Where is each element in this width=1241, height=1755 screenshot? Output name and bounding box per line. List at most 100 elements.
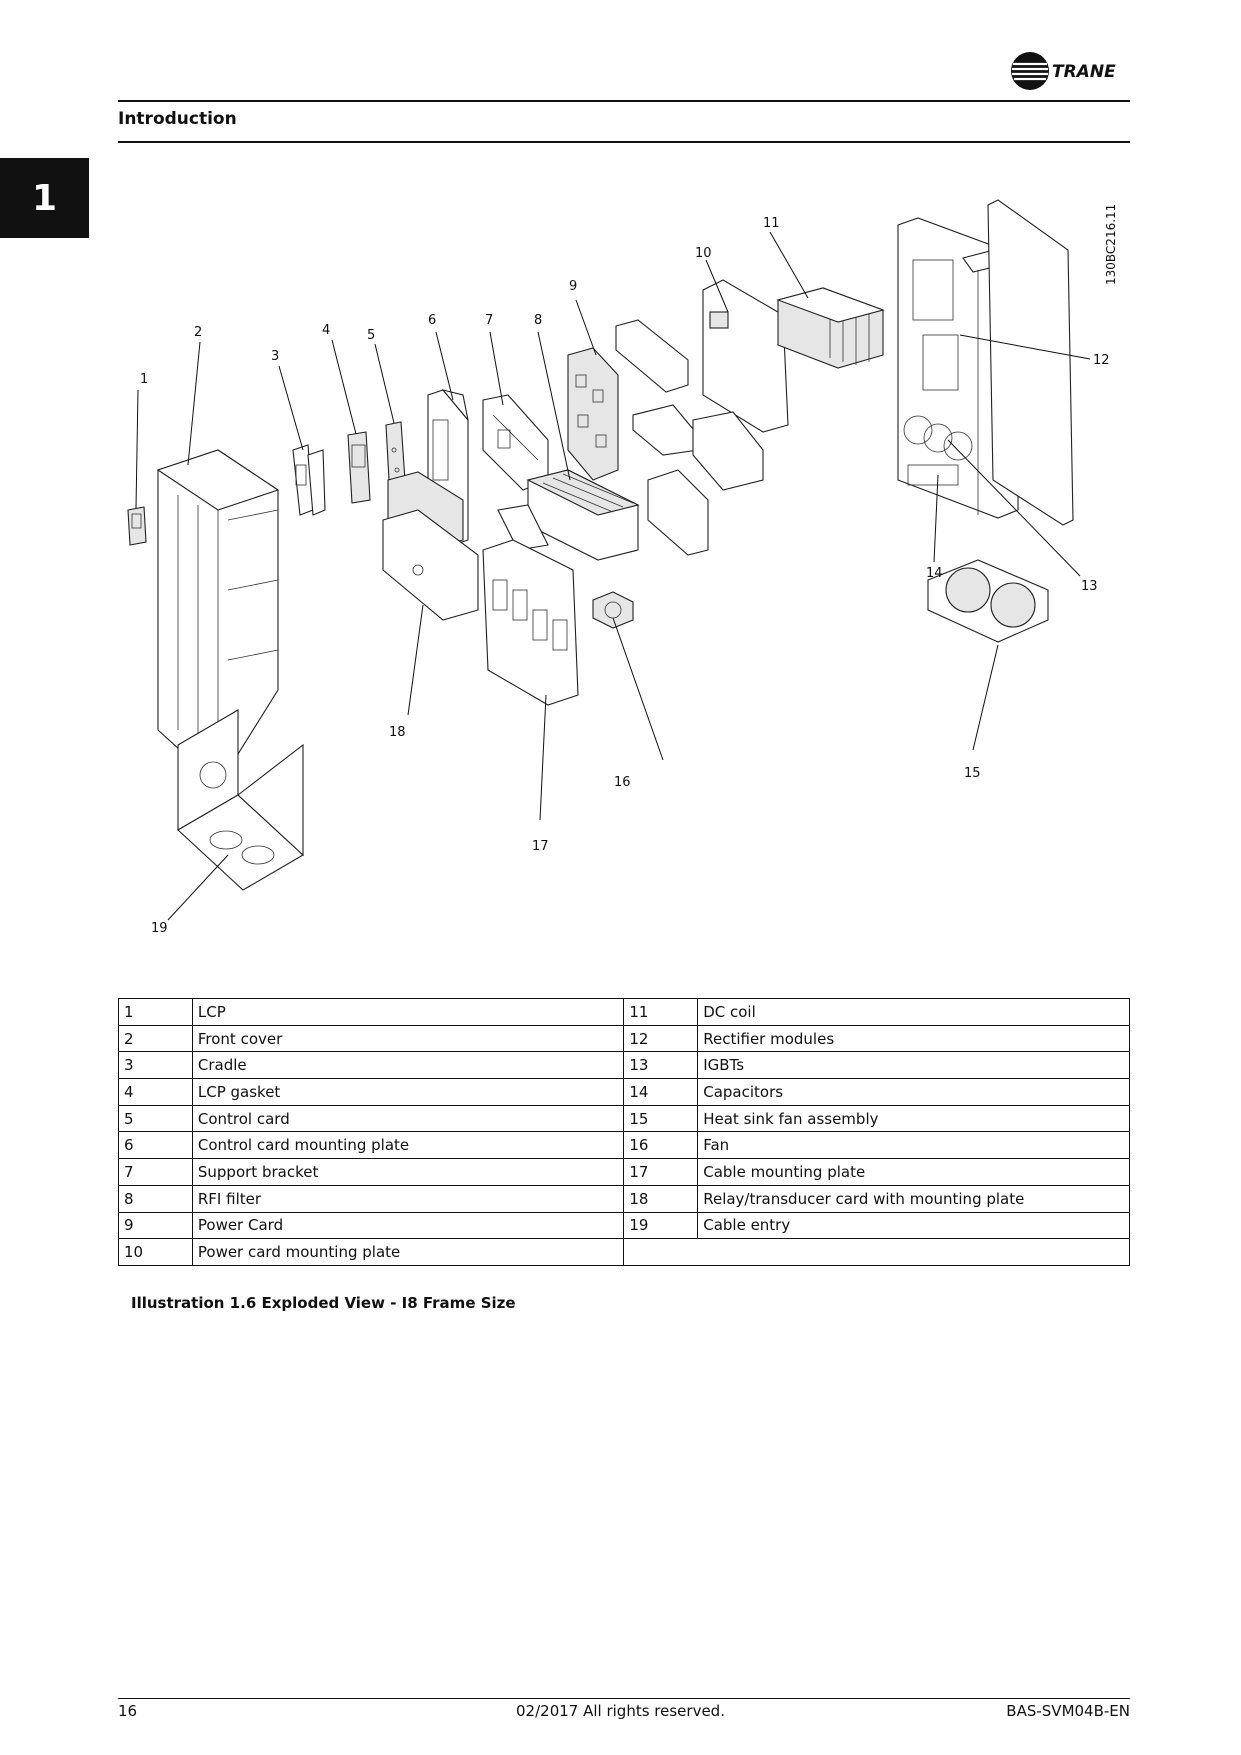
header-rule [118,100,1130,102]
page-number: 16 [118,1702,138,1720]
legend-number: 7 [118,1158,193,1186]
document-id: BAS-SVM04B-EN [1006,1702,1130,1720]
legend-label: Cradle [191,1051,625,1080]
part-lcp [127,506,147,546]
callout-16: 16 [614,775,631,790]
part-cable-mounting-plate [482,539,579,706]
title-rule [118,141,1130,143]
legend-label: Power Card [191,1211,625,1240]
callout-14: 14 [926,566,943,581]
callout-leaders [135,231,1091,921]
legend-label: Power card mounting plate [191,1238,625,1266]
exploded-view-illustration: 130BC216.11 [118,150,1130,980]
section-title: Introduction [118,109,237,129]
callout-15: 15 [964,766,981,781]
legend-number: 8 [118,1184,193,1213]
callout-5: 5 [367,328,375,343]
part-power-card-mounting-plate [615,279,789,556]
legend-label: Cable entry [697,1211,1130,1240]
legend-label: Fan [697,1131,1130,1160]
legend-number: 10 [118,1238,193,1266]
legend-number: 3 [118,1051,193,1080]
part-heat-sink-fan-assembly [927,559,1049,643]
legend-number: 2 [118,1024,193,1053]
figure-caption: Illustration 1.6 Exploded View - I8 Fram… [131,1294,516,1312]
part-fan [592,591,634,629]
callout-12: 12 [1093,353,1110,368]
part-cable-entry [177,709,304,891]
part-rfi-filter [497,469,640,561]
callout-1: 1 [140,372,148,387]
legend-number: 17 [623,1158,699,1186]
legend-number: 1 [118,998,193,1026]
brand-wordmark: TRANE [1052,62,1116,82]
legend-label: Control card mounting plate [191,1131,625,1160]
legend-empty-cell [623,1238,1130,1266]
callout-6: 6 [428,313,436,328]
part-relay-transducer-card [382,471,479,621]
legend-number: 15 [623,1104,699,1133]
part-power-card [567,347,619,481]
callout-3: 3 [271,349,279,364]
footer-rule [118,1698,1130,1699]
legend-label: DC coil [697,998,1130,1026]
legend-number: 9 [118,1211,193,1240]
legend-label: Capacitors [697,1078,1130,1106]
callout-18: 18 [389,725,406,740]
part-support-bracket [482,394,549,491]
part-dc-coil [776,287,885,369]
chapter-tab: 1 [0,158,89,238]
callout-13: 13 [1081,579,1098,594]
legend-label: RFI filter [191,1184,625,1213]
callout-4: 4 [322,323,330,338]
legend-number: 6 [118,1131,193,1160]
part-cradle [292,444,326,516]
legend-label: Support bracket [191,1158,625,1186]
legend-label: Cable mounting plate [697,1158,1130,1186]
legend-number: 12 [623,1024,699,1053]
callout-labels: 1 2 3 4 5 6 7 8 9 10 11 12 13 14 15 16 1… [140,216,1110,936]
copyright-notice: 02/2017 All rights reserved. [516,1702,725,1720]
legend-label: Rectifier modules [697,1024,1130,1053]
callout-11: 11 [763,216,780,231]
callout-9: 9 [569,279,577,294]
figure-code: 130BC216.11 [1104,204,1118,285]
legend-label: IGBTs [697,1051,1130,1080]
legend-number: 11 [623,998,699,1026]
legend-number: 18 [623,1184,699,1213]
callout-8: 8 [534,313,542,328]
callout-19: 19 [151,921,168,936]
legend-number: 5 [118,1104,193,1133]
legend-label: LCP gasket [191,1078,625,1106]
legend-label: Heat sink fan assembly [697,1104,1130,1133]
legend-number: 13 [623,1051,699,1080]
legend-label: Control card [191,1104,625,1133]
legend-number: 19 [623,1211,699,1240]
legend-label: Front cover [191,1024,625,1053]
part-main-enclosure [897,199,1074,526]
legend-label: LCP [191,998,625,1026]
callout-7: 7 [485,313,493,328]
part-lcp-gasket [347,431,371,504]
callout-2: 2 [194,325,202,340]
legend-number: 14 [623,1078,699,1106]
legend-number: 4 [118,1078,193,1106]
legend-number: 16 [623,1131,699,1160]
callout-10: 10 [695,246,712,261]
callout-17: 17 [532,839,549,854]
legend-label: Relay/transducer card with mounting plat… [697,1184,1130,1213]
trane-logo: TRANE [1010,50,1133,92]
